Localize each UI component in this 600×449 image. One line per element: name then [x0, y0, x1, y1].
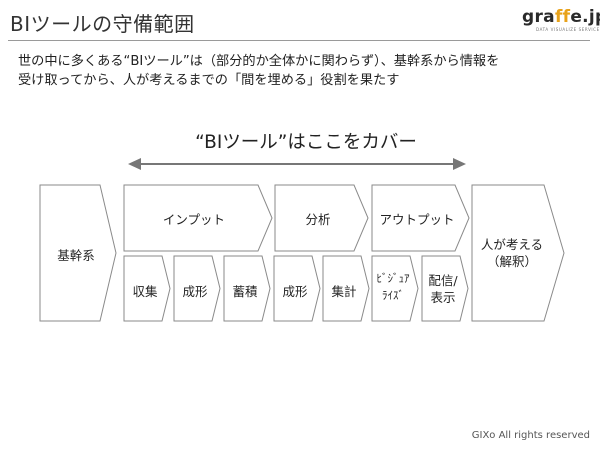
substep-chikuseki-shape	[223, 255, 271, 322]
stage-input-label: インプット	[162, 212, 226, 227]
substep-seikei2-label: 成形	[282, 284, 308, 299]
substep-seikei2-shape	[273, 255, 321, 322]
substep-shushu-label: 収集	[132, 284, 158, 299]
substep-haishin-label-line2: 表示	[430, 290, 456, 305]
coverage-label: “BIツール”はここをカバー	[195, 132, 417, 153]
substep-shukei-label: 集計	[331, 284, 357, 299]
stage-kikan-shape	[39, 184, 117, 322]
intro-line-1: 世の中に多くある“BIツール”は（部分的か全体かに関わらず）、基幹系から情報を	[18, 54, 500, 69]
intro-line-2: 受け取ってから、人が考えるまでの「間を埋める」役割を果たす	[18, 73, 400, 88]
substep-visual-label: ﾋﾞｼﾞｭｱ ﾗｲｽﾞ	[372, 270, 414, 304]
stage-output-shape	[371, 184, 470, 252]
stage-human-label-line2: （解釈）	[486, 254, 537, 269]
logo-wordmark: graffe.jp	[522, 7, 600, 27]
substep-haishin-shape	[421, 255, 469, 322]
logo-tagline: DATA VISUALIZE SERVICE	[536, 27, 600, 32]
stage-kikan-label: 基幹系	[57, 248, 95, 263]
substep-chikuseki-label: 蓄積	[232, 284, 258, 299]
page-title: BIツールの守備範囲	[10, 12, 195, 36]
stage-input-shape	[123, 184, 273, 252]
intro-text: 世の中に多くある“BIツール”は（部分的か全体かに関わらず）、基幹系から情報を …	[18, 52, 583, 90]
substep-haishin-label-line1: 配信/	[428, 273, 458, 288]
stage-human-label: 人が考える （解釈）	[472, 236, 552, 270]
coverage-arrow	[128, 158, 466, 170]
stage-output-label: アウトプット	[379, 212, 455, 227]
stage-human-label-line1: 人が考える	[480, 237, 544, 252]
substep-shukei-shape	[322, 255, 370, 322]
copyright-footer: GIXo All rights reserved	[471, 430, 590, 441]
title-divider	[8, 40, 590, 41]
stage-bunseki-label: 分析	[305, 212, 331, 227]
stage-bunseki-shape	[274, 184, 369, 252]
stage-human-shape	[471, 184, 565, 322]
substep-seikei1-label: 成形	[182, 284, 208, 299]
substep-haishin-label: 配信/ 表示	[422, 272, 464, 306]
substep-visual-shape	[371, 255, 419, 322]
substep-visual-label-line1: ﾋﾞｼﾞｭｱ	[376, 272, 410, 285]
substep-visual-label-line2: ﾗｲｽﾞ	[382, 289, 404, 302]
brand-logo: graffe.jp DATA VISUALIZE SERVICE	[522, 7, 600, 37]
substep-seikei1-shape	[173, 255, 221, 322]
substep-shushu-shape	[123, 255, 171, 322]
